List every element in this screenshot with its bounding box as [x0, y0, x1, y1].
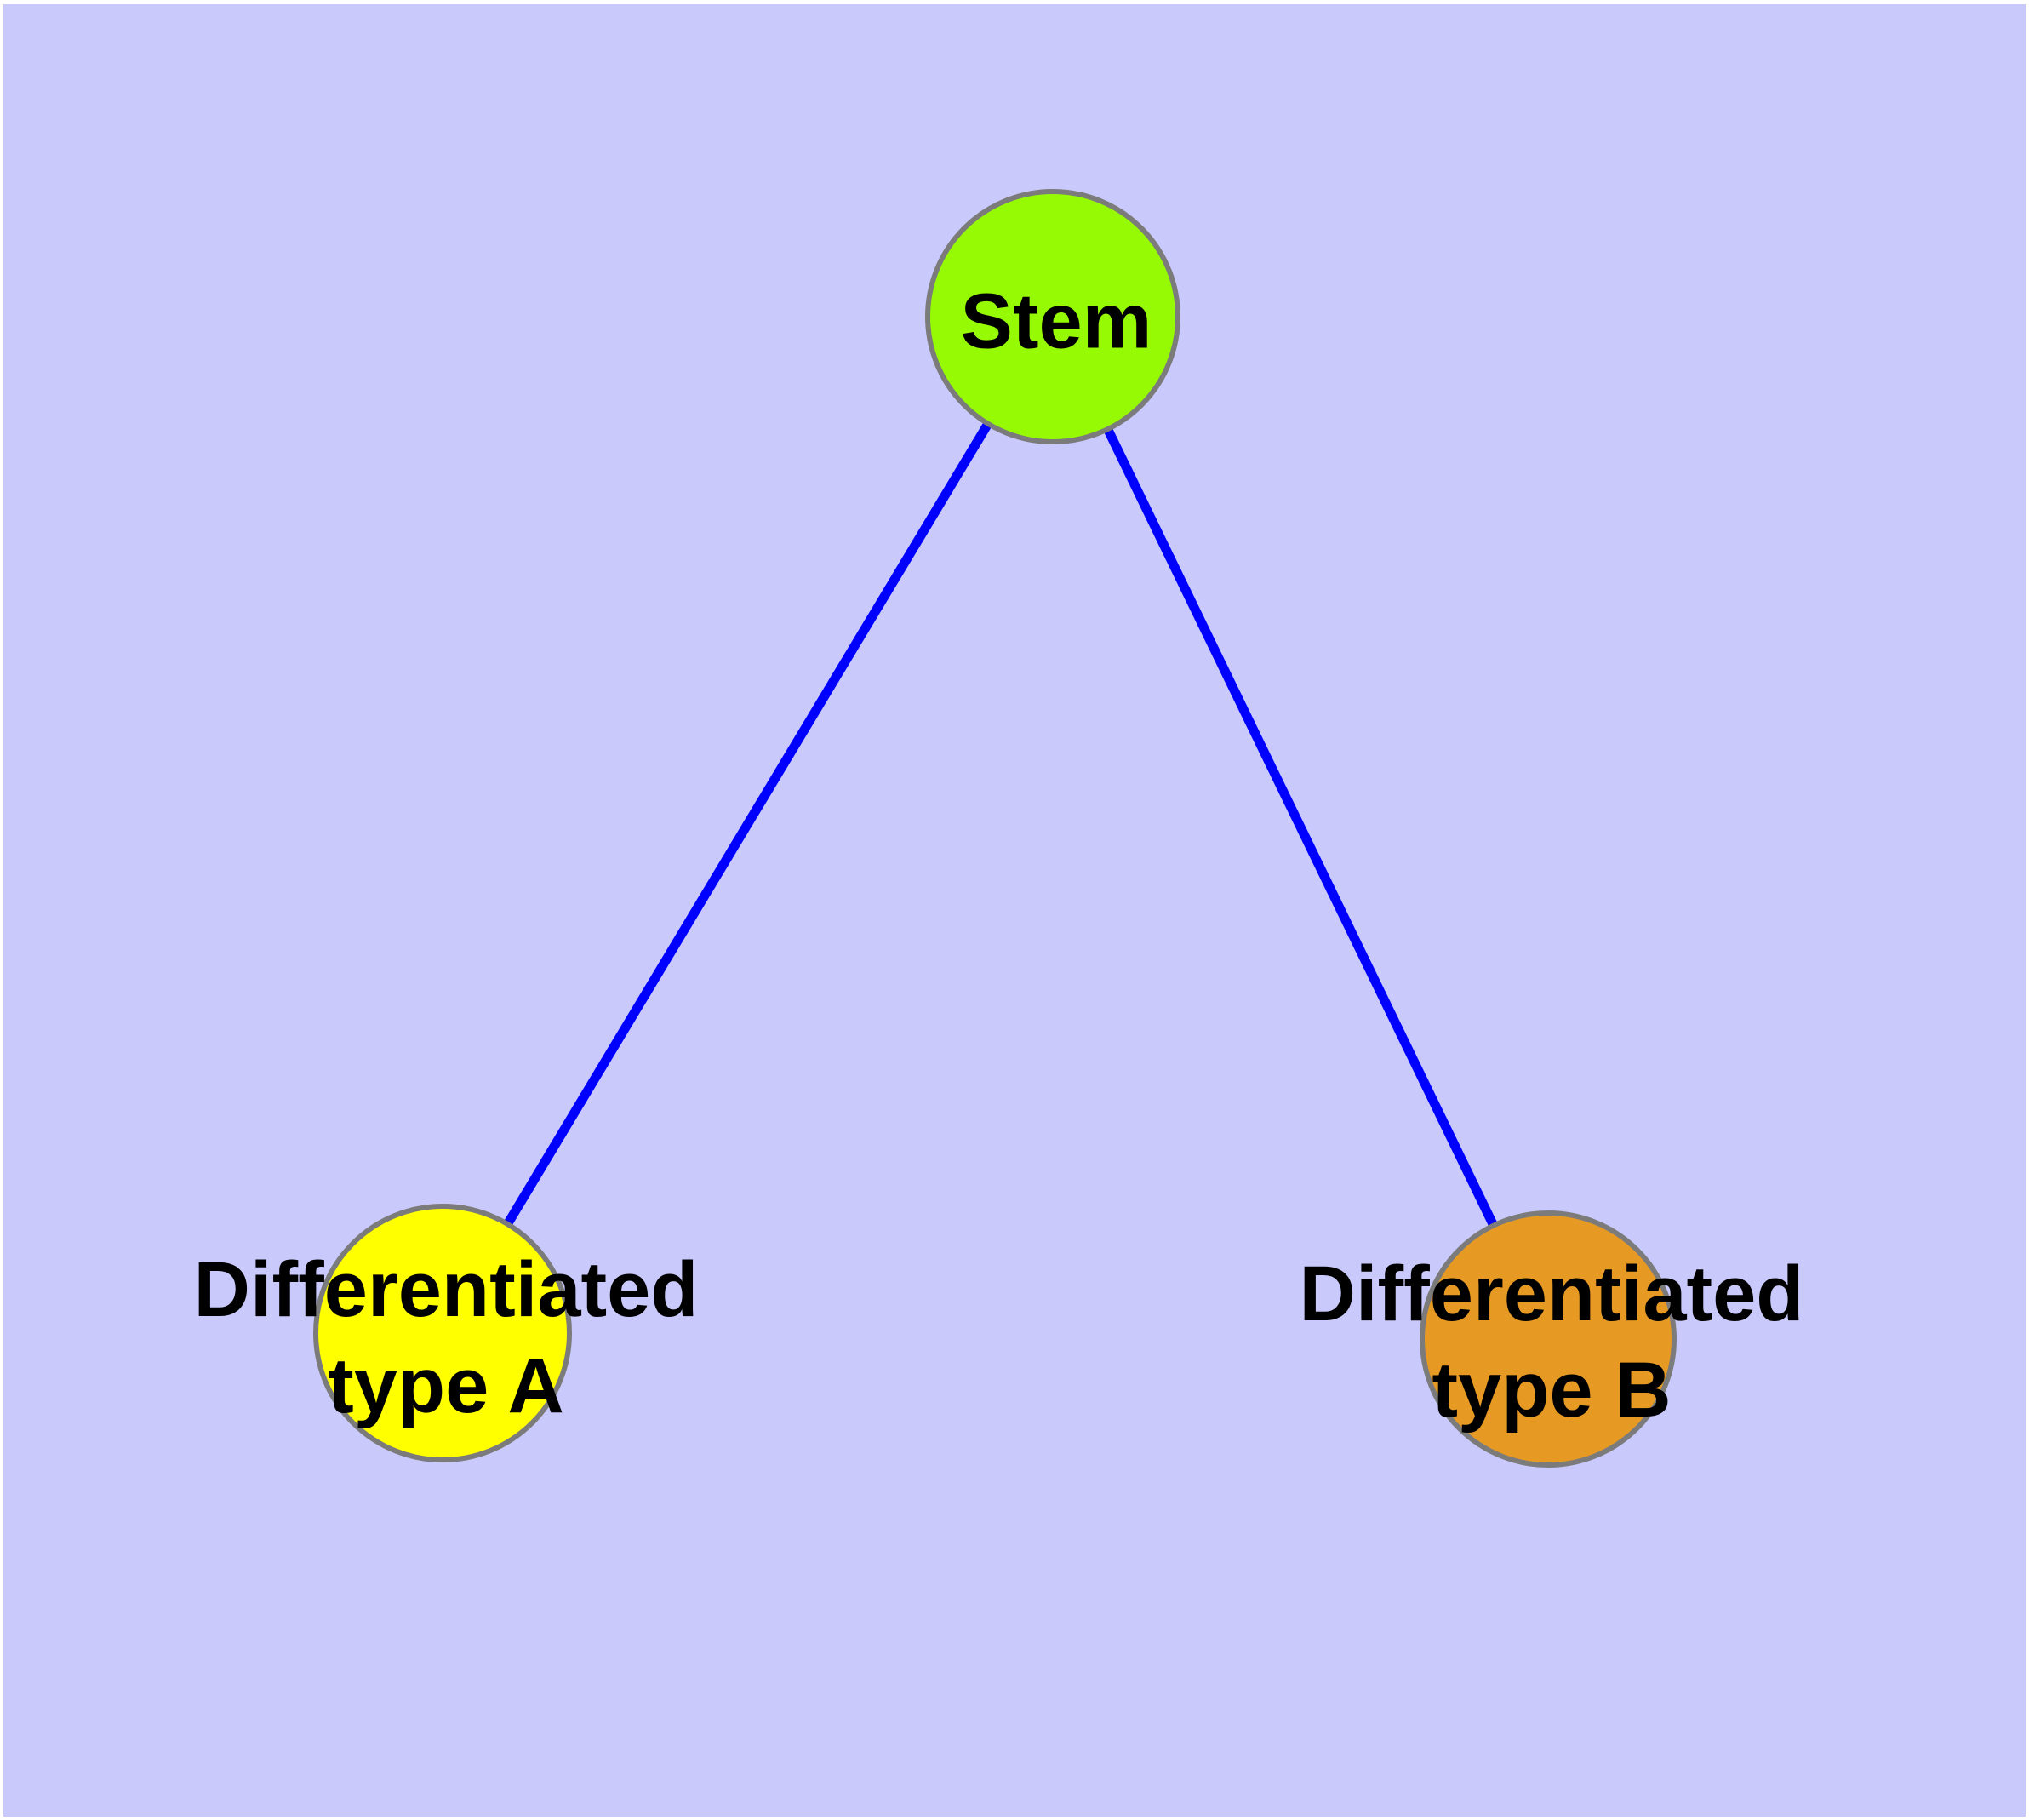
node-type-a-label-line-1: Differentiated: [193, 1246, 699, 1333]
node-stem-label: Stem: [961, 274, 1152, 370]
node-type-b-label-line-1: Differentiated: [1299, 1251, 1804, 1337]
edge-stem-to-type-a: [438, 313, 1057, 1335]
node-differentiated-type-a-circle: [313, 1204, 572, 1462]
node-differentiated-type-b-circle: [1420, 1210, 1677, 1468]
node-type-b-label-line-2: type B: [1432, 1347, 1672, 1434]
node-stem-label-line-1: Stem: [960, 278, 1152, 365]
diagram-canvas: Stem Differentiated type A Differentiate…: [3, 4, 2026, 1817]
edge-stem-to-type-b: [1049, 313, 1552, 1341]
node-type-a-label-line-2: type A: [328, 1342, 564, 1429]
node-differentiated-type-a-label: Differentiated type A: [194, 1242, 699, 1434]
node-stem-circle: [925, 189, 1180, 444]
node-differentiated-type-b-label: Differentiated type B: [1300, 1246, 1804, 1439]
edges-layer: [438, 313, 1552, 1341]
